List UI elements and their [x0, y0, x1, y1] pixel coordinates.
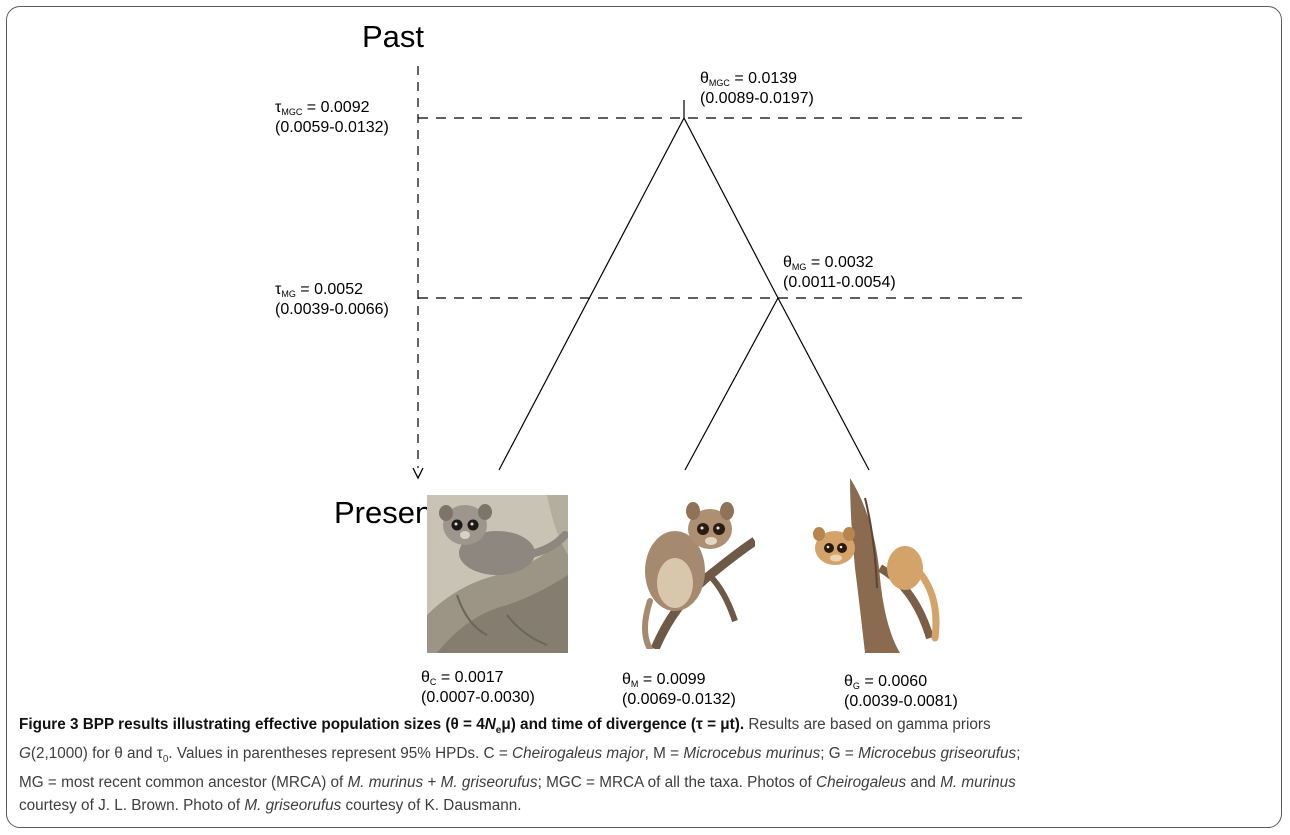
photo-cheirogaleus-major [427, 495, 568, 653]
past-label: Past [362, 19, 425, 54]
theta-mgc-hpd: (0.0089-0.0197) [700, 90, 814, 107]
photo-microcebus-griseorufus [805, 478, 952, 653]
tau-mg-hpd: (0.0039-0.0066) [275, 301, 389, 318]
tau-mgc-label: τMGC = 0.0092 (0.0059-0.0132) [275, 99, 389, 136]
caption-title: BPP results illustrating effective popul… [78, 716, 745, 737]
present-label: Present [334, 495, 441, 530]
theta-c-hpd: (0.0007-0.0030) [421, 689, 535, 706]
theta-g-label: θG = 0.0060 (0.0039-0.0081) [844, 673, 958, 710]
theta-g-hpd: (0.0039-0.0081) [844, 693, 958, 710]
caption-label: Figure 3 [19, 716, 79, 733]
branch-mg [683, 117, 779, 299]
photo-microcebus-murinus [615, 491, 755, 649]
branch-g [777, 297, 870, 471]
figure-caption: Figure 3 BPP results illustrating effect… [19, 716, 1021, 815]
theta-mg-label: θMG = 0.0032 (0.0011-0.0054) [783, 254, 896, 291]
theta-m-hpd: (0.0069-0.0132) [622, 691, 736, 708]
theta-mgc-label: θMGC = 0.0139 (0.0089-0.0197) [700, 70, 814, 107]
theta-m-label: θM = 0.0099 (0.0069-0.0132) [622, 671, 736, 708]
theta-c-label: θC = 0.0017 (0.0007-0.0030) [421, 669, 535, 706]
theta-mg-hpd: (0.0011-0.0054) [783, 274, 896, 291]
tau-mgc-hpd: (0.0059-0.0132) [275, 119, 389, 136]
figure-frame [6, 6, 1282, 828]
tau-mg-label: τMG = 0.0052 (0.0039-0.0066) [275, 281, 389, 318]
branch-m [684, 297, 779, 471]
branch-c [498, 117, 685, 471]
time-axis-arrowhead [412, 467, 424, 480]
